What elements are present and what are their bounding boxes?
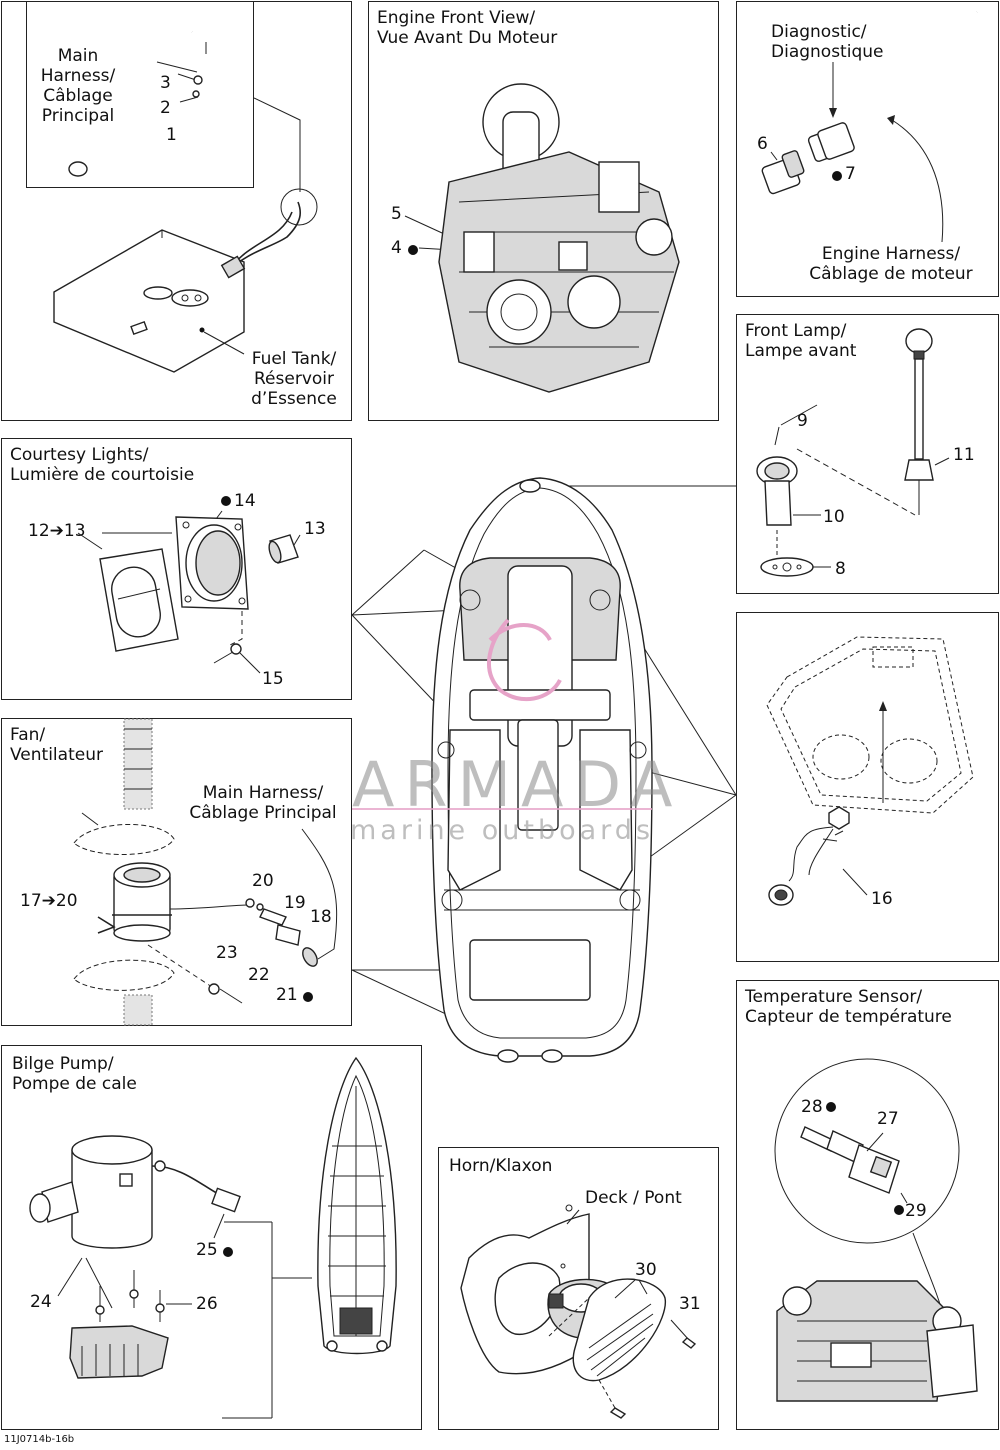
part-28: 28 [801, 1097, 823, 1117]
panel-bilge-pump: Bilge Pump/ Pompe de cale 25 24 26 [1, 1045, 422, 1430]
part-6: 6 [757, 134, 768, 154]
courtesy-title: Courtesy Lights/ Lumière de courtoisie [10, 445, 195, 485]
part-26: 26 [196, 1294, 218, 1314]
panel-fuel-tank: Main Harness/ Câblage Principal 3 2 1 Fu… [1, 1, 352, 421]
diagnostic-drawing [761, 8, 982, 243]
panel-diagnostic: Diagnostic/ Diagnostique Engine Harness/… [736, 1, 999, 297]
part-25: 25 [196, 1240, 218, 1260]
horn-title: Horn/Klaxon [449, 1156, 553, 1176]
part-22: 22 [248, 965, 270, 985]
horn-drawing [460, 1204, 697, 1419]
watermark-sub: marine outboards [350, 815, 655, 846]
panel-cover-16: 16 [736, 612, 999, 962]
courtesy-drawing [77, 496, 301, 674]
part-31: 31 [679, 1294, 701, 1314]
part-14: 14 [234, 491, 256, 511]
part-8: 8 [835, 559, 846, 579]
part-7: 7 [845, 164, 856, 184]
part-9: 9 [797, 411, 808, 431]
fan-drawing [73, 718, 338, 1026]
temp-sensor-title: Temperature Sensor/ Capteur de températu… [745, 987, 952, 1027]
part-2: 2 [160, 98, 171, 118]
panel-front-lamp: Front Lamp/ Lampe avant 9 11 10 8 [736, 314, 999, 594]
part-18: 18 [310, 907, 332, 927]
part-1: 1 [166, 125, 177, 145]
part-29: 29 [905, 1201, 927, 1221]
watermark-name: ARMADA [352, 748, 683, 821]
bilge-drawing [29, 1056, 397, 1419]
panel-courtesy-lights: Courtesy Lights/ Lumière de courtoisie 1… [1, 438, 352, 700]
diagnostic-title: Diagnostic/ Diagnostique [771, 22, 884, 62]
part-20: 20 [252, 871, 274, 891]
fuel-tank-drawing [53, 30, 318, 373]
part-21: 21 [276, 985, 298, 1005]
part-19: 19 [284, 893, 306, 913]
part-30: 30 [635, 1260, 657, 1280]
front-lamp-drawing [756, 328, 950, 577]
watermark-accent-line [352, 808, 652, 810]
engine-harness-label: Engine Harness/ Câblage de moteur [809, 244, 973, 284]
part-13: 13 [304, 519, 326, 539]
part-12-13: 12➔13 [28, 521, 86, 541]
part-17-20: 17➔20 [20, 891, 78, 911]
drawing-code: 11J0714b-16b [4, 1434, 75, 1445]
part-5: 5 [391, 204, 402, 224]
panel-fan: Fan/ Ventilateur Main Harness/ Câblage P… [1, 718, 352, 1026]
fuel-tank-label: Fuel Tank/ Réservoir d’Essence [251, 349, 337, 409]
front-lamp-title: Front Lamp/ Lampe avant [745, 321, 857, 361]
cover-drawing [766, 636, 974, 906]
engine-front-title: Engine Front View/ Vue Avant Du Moteur [377, 8, 558, 48]
watercraft-top-view [351, 477, 737, 1063]
panel-horn: Horn/Klaxon Deck / Pont 30 31 [438, 1147, 719, 1430]
bilge-title: Bilge Pump/ Pompe de cale [12, 1054, 137, 1094]
deck-label: Deck / Pont [585, 1188, 682, 1208]
part-10: 10 [823, 507, 845, 527]
part-16: 16 [871, 889, 893, 909]
part-11: 11 [953, 445, 975, 465]
engine-drawing [404, 83, 680, 393]
part-4: 4 [391, 238, 402, 258]
temp-sensor-drawing [774, 1058, 978, 1402]
part-3: 3 [160, 73, 171, 93]
fan-main-harness-label: Main Harness/ Câblage Principal [189, 783, 337, 823]
inset-main-harness-label: Main Harness/ Câblage Principal [40, 46, 116, 126]
part-27: 27 [877, 1109, 899, 1129]
fan-title: Fan/ Ventilateur [10, 725, 103, 765]
panel-engine-front: Engine Front View/ Vue Avant Du Moteur 5… [368, 1, 719, 421]
part-24: 24 [30, 1292, 52, 1312]
part-15: 15 [262, 669, 284, 689]
panel-temp-sensor: Temperature Sensor/ Capteur de températu… [736, 980, 999, 1430]
part-23: 23 [216, 943, 238, 963]
